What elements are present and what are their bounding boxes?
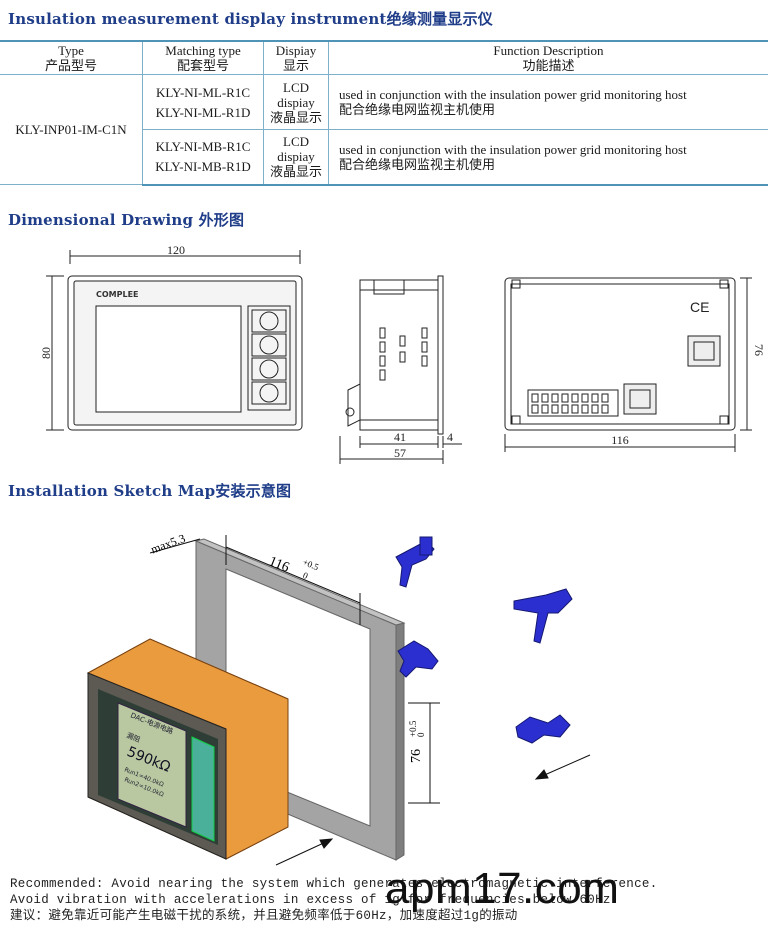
dim-width-front: 120 (167, 243, 185, 257)
watermark: apm17.com (385, 864, 620, 913)
dim-height-front: 80 (39, 347, 53, 359)
dimensional-drawing: 120 80 COMPLEE 41 4 57 CE 116 76 (39, 243, 766, 464)
brand-logo: COMPLEE (96, 290, 139, 299)
note-line-3: 建议：避免靠近可能产生电磁干扰的系统，并且避免频率低于60Hz，加速度超过1g的… (10, 909, 518, 923)
cutout-width-label: 116 (267, 554, 292, 576)
dim-depth-57: 57 (394, 446, 406, 460)
note-line-1: Recommended: Avoid nearing the system wh… (10, 877, 658, 891)
insertion-arrow-icons (275, 754, 591, 866)
clip-icon (395, 536, 435, 588)
installation-sketch: max5.3 116 +0.5 0 76 +0.5 0 DAC-电源电路 漏阻 … (86, 531, 591, 866)
dim-depth-41: 41 (394, 430, 406, 444)
button-icons (251, 309, 287, 405)
dim-height-back: 76 (752, 344, 766, 356)
clip-icon (515, 714, 571, 744)
cutout-height-label: 76 (409, 749, 424, 763)
model-cell: KLY-INP01-IM-C1N (0, 74, 143, 185)
section-title-instrument: Insulation measurement display instrumen… (8, 10, 493, 28)
section-title-dimensional: Dimensional Drawing 外形图 (8, 211, 245, 229)
section-title-installation: Installation Sketch Map安装示意图 (8, 482, 292, 500)
back-view (504, 277, 752, 452)
front-view (46, 250, 303, 431)
dim-width-back: 116 (611, 433, 629, 447)
installation-notes: Recommended: Avoid nearing the system wh… (10, 876, 658, 924)
clip-icon (513, 588, 573, 644)
function-cell: used in conjunction with the insulation … (328, 129, 768, 186)
clip-icon (397, 640, 439, 678)
note-line-2: Avoid vibration with accelerations in ex… (10, 893, 619, 907)
ce-mark: CE (690, 299, 709, 315)
function-cell: used in conjunction with the insulation … (328, 74, 768, 130)
cutout-height-tol-low: 0 (416, 732, 426, 737)
instrument-device (86, 638, 289, 860)
sketch-dimensions (149, 535, 440, 804)
terminal-block (531, 393, 609, 414)
side-view (339, 275, 462, 464)
mounting-clip-icons (395, 536, 573, 744)
dim-depth-4: 4 (447, 430, 453, 444)
cutout-height-tol-up: +0.5 (408, 720, 418, 737)
cutout-width-tol-low: 0 (302, 570, 310, 581)
max-thickness-label: max5.3 (149, 531, 187, 556)
